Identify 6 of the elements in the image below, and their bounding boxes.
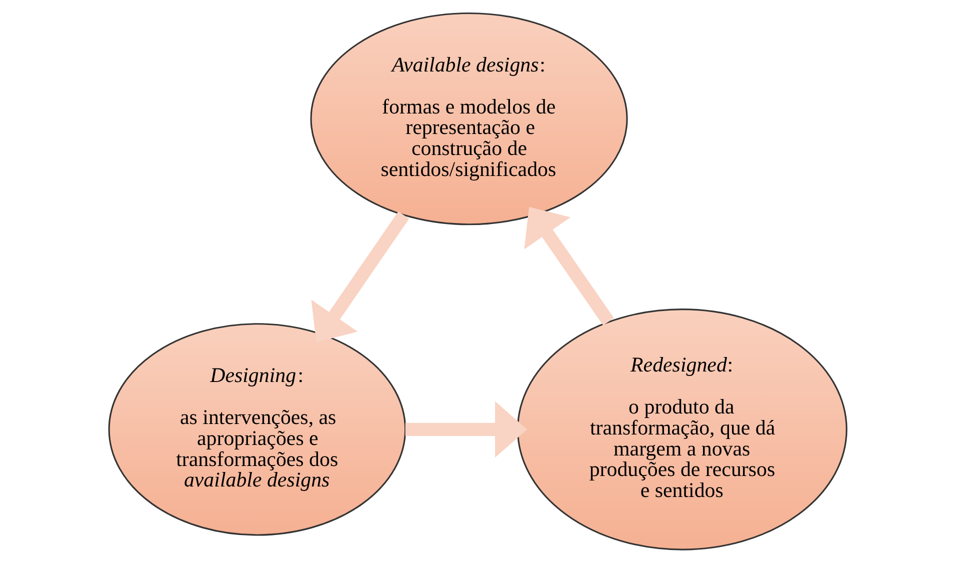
arrow — [404, 401, 527, 458]
node-ellipse: Available designs: formas e modelos de representação e construção de sentidos/significados — [310, 12, 628, 226]
node-ellipse: Designing: as intervenções, as apropriações e transformações dos available designs — [108, 323, 406, 536]
arrow — [524, 206, 614, 326]
node-ellipse: Redesigned: o produto da transformação, que dá margem a novas produções de recursos e sentidos — [516, 308, 847, 550]
arrow — [310, 211, 409, 342]
